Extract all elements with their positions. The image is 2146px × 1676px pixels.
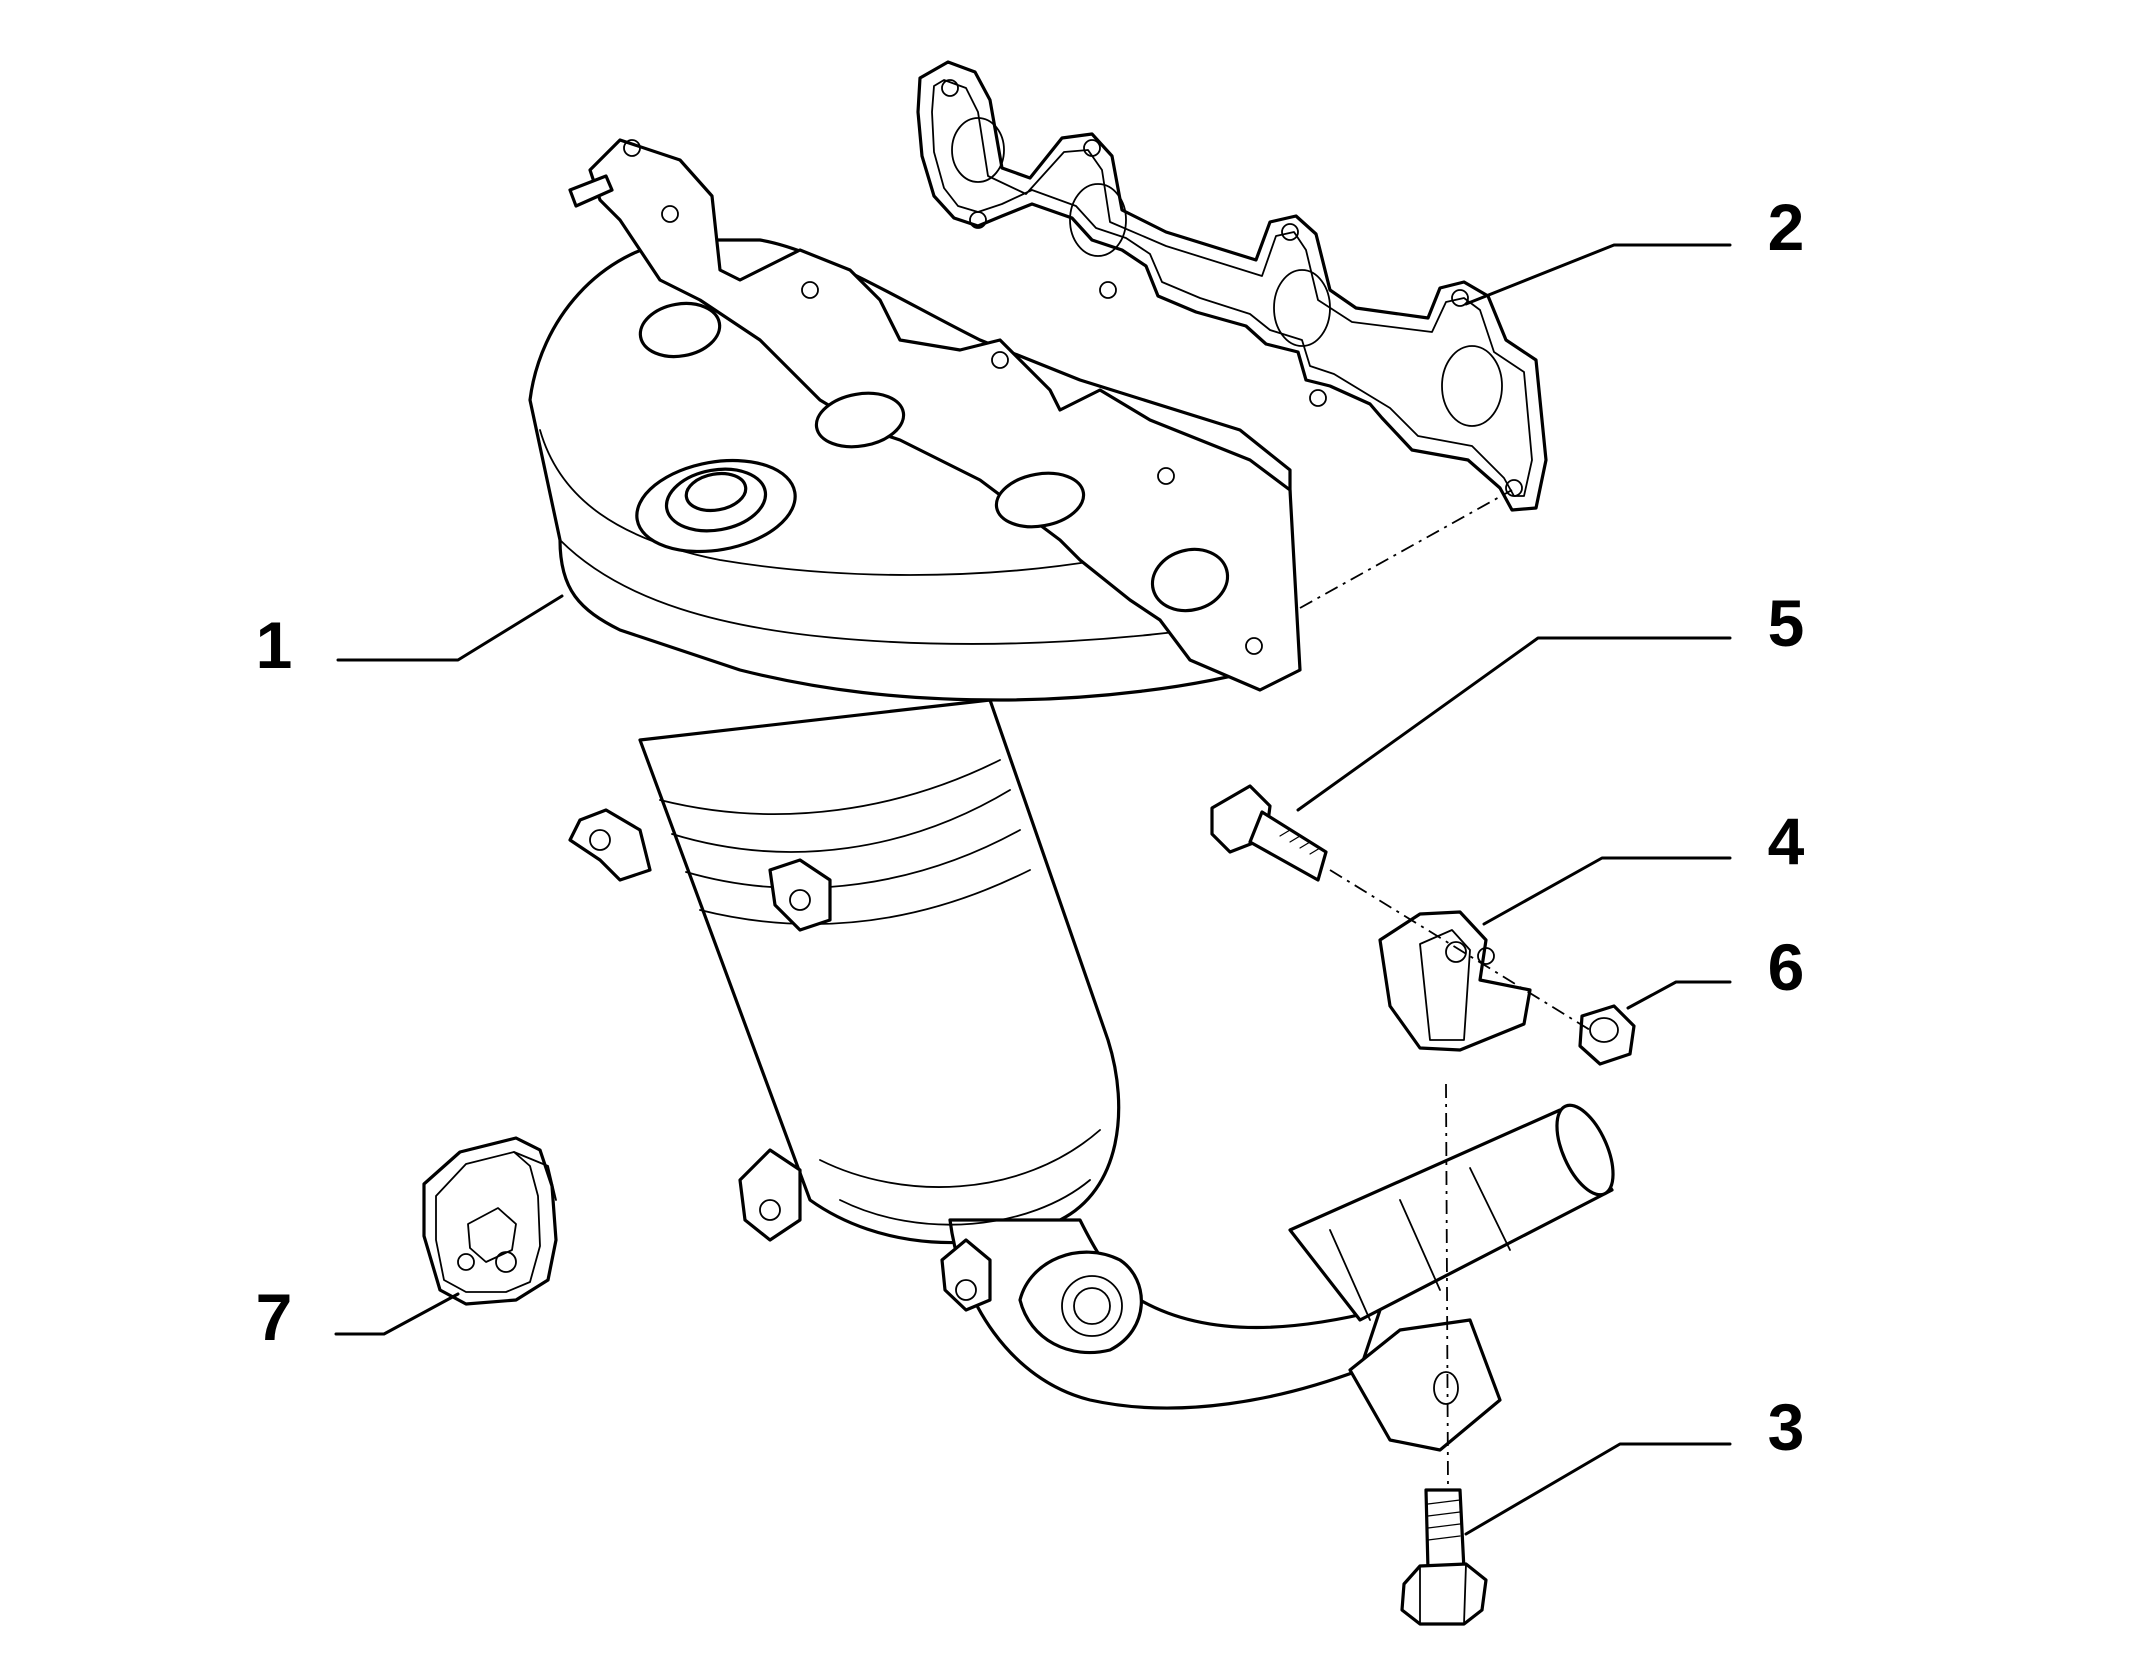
part-5-bolt[interactable] (1210, 784, 1328, 882)
leader-1 (336, 594, 564, 662)
part-3-bolt[interactable] (1400, 1488, 1488, 1626)
callout-4: 4 (1768, 804, 1805, 878)
leader-3 (1464, 1442, 1732, 1536)
callout-1: 1 (256, 608, 293, 682)
leader-5 (1296, 636, 1732, 812)
part-6-nut[interactable] (1578, 1004, 1636, 1066)
callout-3: 3 (1768, 1390, 1805, 1464)
callout-labels: 1 2 3 4 5 6 7 (256, 190, 1805, 1464)
callout-2: 2 (1768, 190, 1805, 264)
assembly-center-lines (1299, 489, 1591, 1491)
callout-5: 5 (1768, 586, 1805, 660)
leader-4 (1482, 856, 1732, 926)
part-1-manifold-catalytic-converter[interactable] (528, 138, 1625, 1452)
leader-lines (334, 243, 1732, 1536)
part-7-rubber-mount[interactable] (422, 1136, 558, 1306)
callout-7: 7 (256, 1280, 293, 1354)
leader-6 (1626, 980, 1732, 1010)
part-4-bracket[interactable] (1378, 910, 1532, 1052)
leader-2 (1464, 243, 1732, 306)
leader-7 (334, 1292, 460, 1336)
part-2-manifold-gasket[interactable] (916, 60, 1548, 512)
callout-6: 6 (1768, 930, 1805, 1004)
